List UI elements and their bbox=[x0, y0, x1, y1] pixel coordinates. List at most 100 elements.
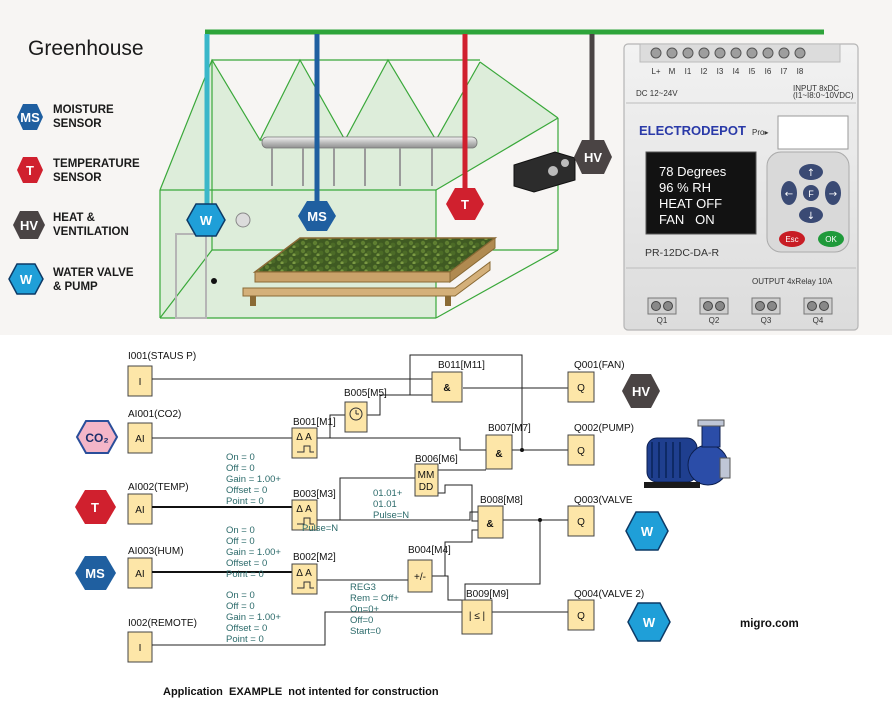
top-terminal-screw bbox=[730, 47, 742, 59]
legend-label-heat-ventilation-2: VENTILATION bbox=[53, 226, 129, 238]
block-b005[interactable] bbox=[344, 401, 368, 433]
plc-label-slot bbox=[777, 115, 849, 150]
plc-model: PR-12DC-DA-R bbox=[645, 247, 720, 259]
greenhouse-temperature-icon: T bbox=[446, 188, 484, 220]
b009-param: REG3 bbox=[350, 582, 376, 593]
b003-param: Gain = 1.00+ bbox=[226, 547, 281, 558]
output-label-pump: Q002(PUMP) bbox=[574, 423, 634, 434]
disclaimer-footer: Application EXAMPLE not intented for con… bbox=[163, 686, 439, 698]
svg-text:HV: HV bbox=[584, 150, 602, 165]
block-label-b003: B003[M3] bbox=[293, 489, 336, 500]
top-terminal-screw bbox=[714, 47, 726, 59]
greenhouse-hv-icon: HV bbox=[574, 140, 612, 174]
input-block-ai003[interactable] bbox=[127, 557, 153, 589]
b006-param-3: Pulse=N bbox=[373, 510, 409, 521]
svg-text:MS: MS bbox=[85, 566, 105, 581]
legend-code-water-valve: W bbox=[20, 272, 33, 287]
keypad-down-button[interactable]: ↓ bbox=[799, 207, 823, 223]
bottom-terminal-screw bbox=[703, 301, 713, 311]
svg-text:&: & bbox=[495, 449, 502, 460]
b002-param: Point = 0 bbox=[226, 634, 264, 645]
keypad-ok-button[interactable]: OK bbox=[818, 231, 844, 247]
svg-text:MM: MM bbox=[418, 470, 435, 481]
input-block-i002[interactable] bbox=[127, 631, 153, 663]
keypad-up-button[interactable]: ↑ bbox=[799, 164, 823, 180]
block-label-b002: B002[M2] bbox=[293, 552, 336, 563]
legend-item-water-valve: W WATER VALVE & PUMP bbox=[8, 263, 134, 295]
input-label-co2: AI001(CO2) bbox=[128, 409, 181, 420]
b009-param: Off=0 bbox=[350, 615, 373, 626]
top-terminal-screw bbox=[762, 47, 774, 59]
legend-label-water-valve-1: WATER VALVE bbox=[53, 267, 134, 279]
legend-label-temperature-1: TEMPERATURE bbox=[53, 158, 140, 170]
input-label-status: I001(STAUS P) bbox=[128, 351, 196, 362]
temperature-sensor-icon bbox=[17, 157, 43, 183]
b003-param: On = 0 bbox=[226, 525, 255, 536]
arrow-left-icon: ← bbox=[785, 189, 793, 200]
svg-text:W: W bbox=[641, 524, 654, 539]
moisture-sensor-icon bbox=[17, 104, 43, 130]
legend-code-heat-ventilation: HV bbox=[20, 218, 38, 233]
b009-param: Start=0 bbox=[350, 626, 381, 637]
block-b003[interactable] bbox=[291, 499, 318, 531]
output-block-q002[interactable] bbox=[567, 434, 595, 466]
block-b011[interactable] bbox=[431, 371, 463, 403]
block-b007[interactable] bbox=[485, 434, 513, 470]
svg-text:W: W bbox=[200, 213, 213, 228]
svg-text:AI: AI bbox=[135, 569, 144, 580]
svg-text:Δ A: Δ A bbox=[296, 504, 312, 515]
block-label-b007: B007[M7] bbox=[488, 423, 531, 434]
top-terminal-screw bbox=[650, 47, 662, 59]
block-b006[interactable] bbox=[414, 463, 439, 497]
input-block-ai001[interactable] bbox=[127, 422, 153, 454]
top-terminal-label: I6 bbox=[765, 67, 772, 76]
svg-text:I: I bbox=[139, 643, 142, 654]
input-block-ai002[interactable] bbox=[127, 493, 153, 525]
plc-keypad bbox=[766, 151, 850, 253]
input-block-i001[interactable] bbox=[127, 365, 153, 397]
diagram-title: Greenhouse bbox=[28, 37, 144, 60]
legend-label-water-valve-2: & PUMP bbox=[53, 281, 98, 293]
block-b001[interactable] bbox=[291, 427, 318, 459]
arrow-down-icon: ↓ bbox=[807, 211, 815, 222]
output-block-q003[interactable] bbox=[567, 505, 595, 537]
svg-text:HV: HV bbox=[632, 384, 650, 399]
keypad-right-button[interactable]: → bbox=[825, 181, 841, 205]
input-label-temp: AI002(TEMP) bbox=[128, 482, 189, 493]
plc-lcd bbox=[645, 151, 757, 235]
legend-label-temperature-2: SENSOR bbox=[53, 172, 102, 184]
b006-param-2: 01.01 bbox=[373, 499, 397, 510]
keypad-f-button[interactable]: F bbox=[803, 185, 819, 201]
water-valve-icon bbox=[8, 263, 44, 295]
block-label-b005: B005[M5] bbox=[344, 388, 387, 399]
block-b009[interactable] bbox=[461, 599, 493, 635]
svg-text:I: I bbox=[139, 377, 142, 388]
block-b002[interactable] bbox=[291, 563, 318, 595]
block-b004[interactable] bbox=[407, 559, 433, 593]
output-block-q004[interactable] bbox=[567, 599, 595, 631]
legend-item-temperature: T TEMPERATURE SENSOR bbox=[17, 157, 140, 184]
plc-output-spec: OUTPUT 4xRelay 10A bbox=[752, 277, 833, 286]
b002-param: Offset = 0 bbox=[226, 623, 267, 634]
top-terminal-label: I5 bbox=[749, 67, 756, 76]
legend-label-moisture-1: MOISTURE bbox=[53, 104, 114, 116]
legend-label-heat-ventilation-1: HEAT & bbox=[53, 212, 95, 224]
b001-param: Point = 0 bbox=[226, 496, 264, 507]
keypad-esc-button[interactable]: Esc bbox=[779, 231, 805, 247]
keypad-left-button[interactable]: ← bbox=[781, 181, 797, 205]
top-terminal-label: L+ bbox=[651, 67, 660, 76]
svg-text:W: W bbox=[643, 615, 656, 630]
output-label-fan: Q001(FAN) bbox=[574, 360, 625, 371]
svg-text:Q: Q bbox=[577, 517, 585, 528]
top-terminal-label: I7 bbox=[781, 67, 788, 76]
output-block-q001[interactable] bbox=[567, 371, 595, 403]
svg-text:F: F bbox=[808, 189, 814, 199]
valve-output-w-icon: W bbox=[625, 511, 669, 551]
hum-sensor-icon: MS bbox=[75, 556, 116, 590]
top-terminal-label: I2 bbox=[701, 67, 708, 76]
block-b008[interactable] bbox=[477, 505, 504, 539]
legend-code-moisture: MS bbox=[20, 110, 40, 125]
b003-param: Offset = 0 bbox=[226, 558, 267, 569]
top-terminal-screw bbox=[698, 47, 710, 59]
svg-text:T: T bbox=[461, 197, 469, 212]
